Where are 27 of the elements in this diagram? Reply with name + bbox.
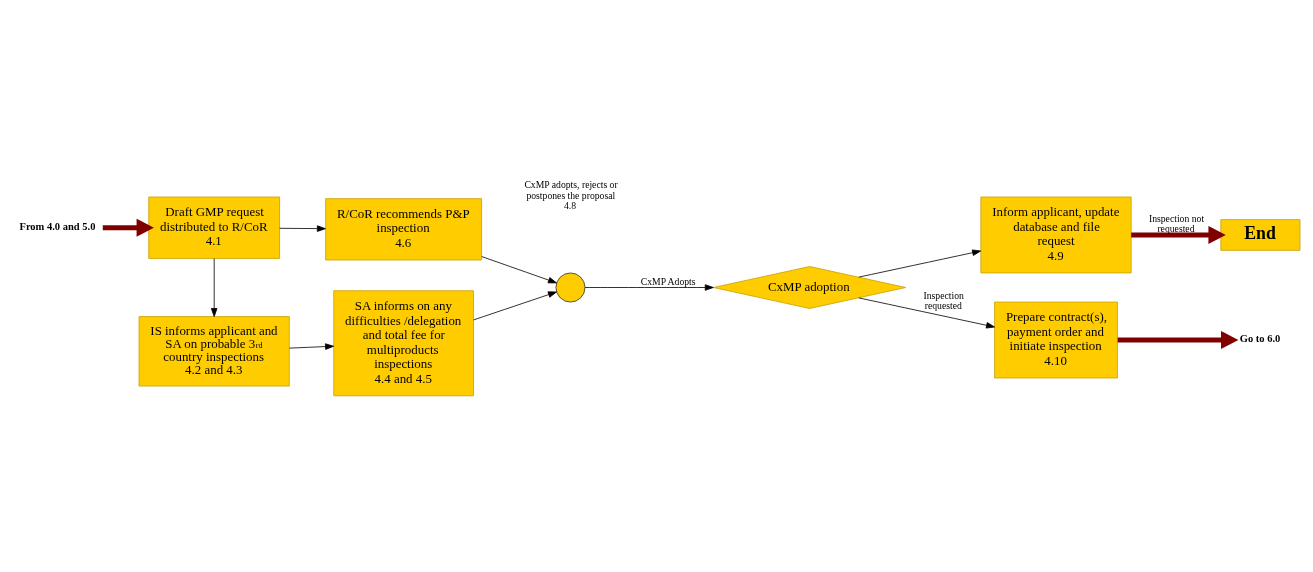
node-box: Prepare contract(s), payment order and initiate inspection 4.10 bbox=[994, 301, 1118, 378]
node-box: End bbox=[1220, 218, 1301, 251]
edge-label: Inspection not requested bbox=[1148, 212, 1205, 234]
node-label: 4.8 bbox=[564, 199, 577, 211]
node-box: Inform applicant, update database and file request 4.9 bbox=[980, 196, 1132, 273]
node-box: R/CoR recommends P&P inspection 4.6 bbox=[325, 197, 482, 260]
node-diamond: CxMP adoption bbox=[713, 265, 907, 309]
arrow bbox=[102, 218, 154, 237]
arrow bbox=[289, 342, 334, 350]
node-box: IS informs applicant and SA on probable 3rd country inspections 4.2 and 4.3 bbox=[138, 315, 290, 386]
node-text: From 4.0 and 5.0 bbox=[19, 220, 96, 232]
arrow bbox=[1117, 330, 1239, 349]
arrow bbox=[279, 224, 326, 232]
arrow bbox=[858, 296, 995, 328]
arrow bbox=[858, 249, 982, 278]
edge-label: CxMP Adopts bbox=[640, 275, 696, 287]
arrow bbox=[473, 290, 557, 320]
arrow bbox=[481, 255, 557, 283]
arrow bbox=[584, 283, 714, 291]
arrow bbox=[210, 257, 218, 317]
edge-label: Inspection requested bbox=[923, 289, 964, 311]
node-box: Draft GMP request distributed to R/CoR 4.1 bbox=[148, 196, 280, 259]
node-circle bbox=[555, 272, 586, 302]
node-box: SA informs on any difficulties /delegation and total fee for multiproducts inspections 4.4 and 4.5 bbox=[333, 289, 474, 396]
node-label: CxMP adopts, rejects or postpones the proposal bbox=[524, 178, 618, 201]
arrow bbox=[1131, 225, 1226, 244]
node-text: Go to 6.0 bbox=[1239, 332, 1281, 344]
